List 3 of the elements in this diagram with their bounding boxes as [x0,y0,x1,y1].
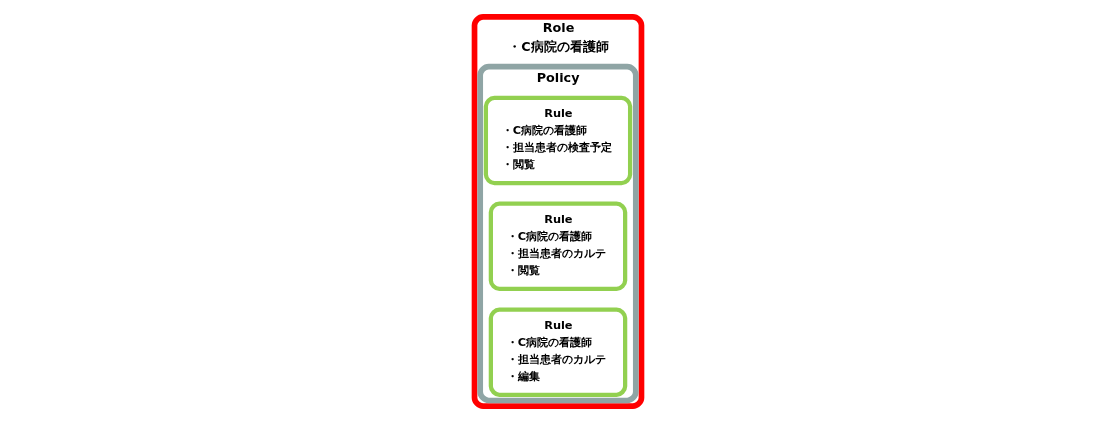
node-box: Rule ・C病院の看護師 ・担当患者のカルテ ・編集 [488,307,627,397]
node-box: Rule ・C病院の看護師 ・担当患者のカルテ ・閲覧 [488,201,627,292]
node-box: Rule ・C病院の看護師 ・担当患者の検査予定 ・閲覧 [483,95,632,186]
